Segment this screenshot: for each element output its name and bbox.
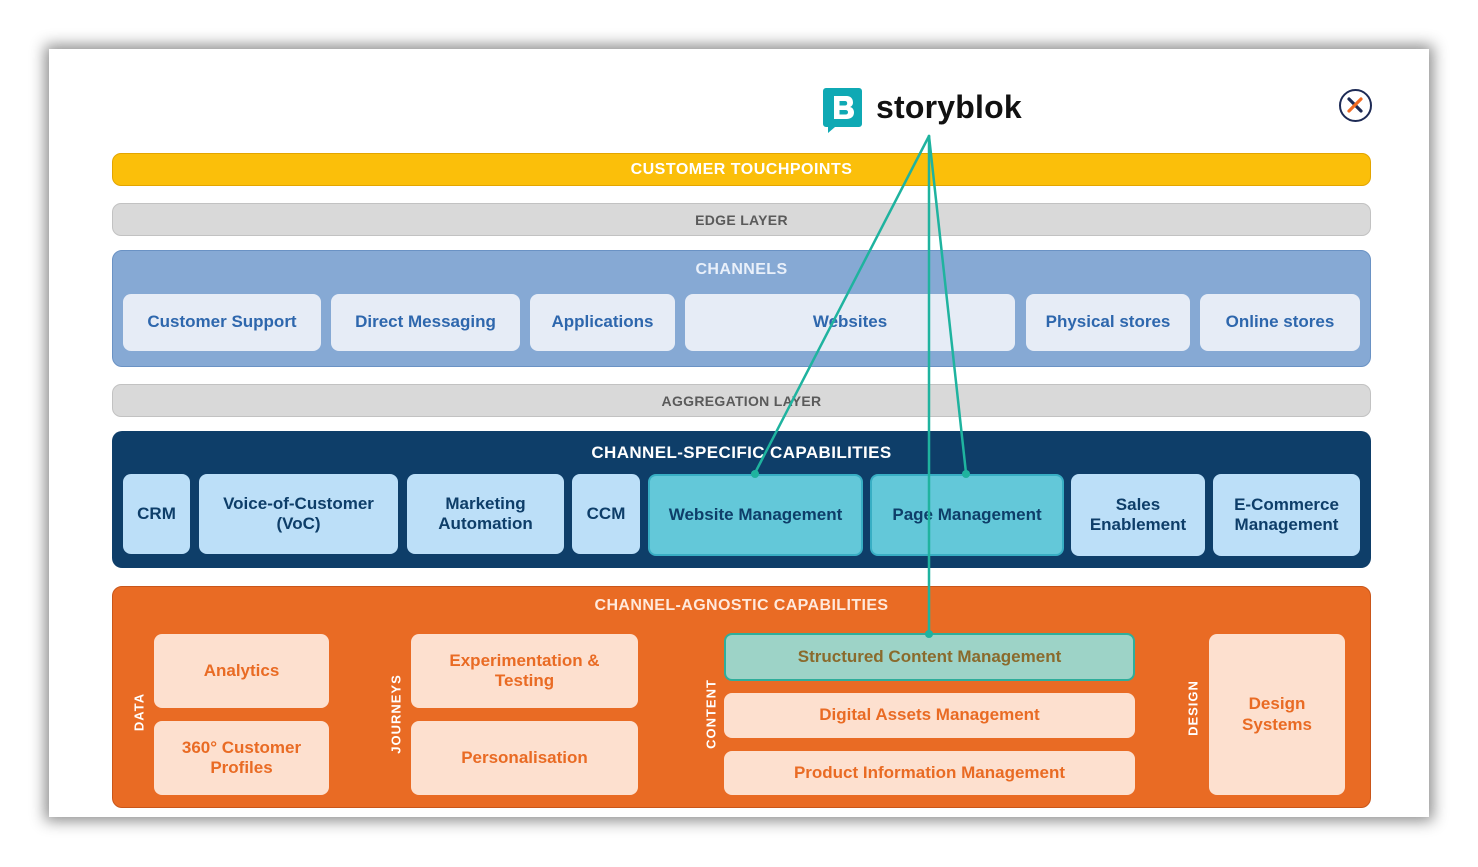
channel-websites: Websites (685, 294, 1015, 351)
capability-ccm: CCM (572, 474, 640, 554)
group-label-content: CONTENT (703, 679, 719, 749)
edge-layer-bar: EDGE LAYER (112, 203, 1371, 236)
capability-digital-assets-management: Digital Assets Management (724, 693, 1135, 738)
capability-experimentation-testing: Experimentation & Testing (411, 634, 638, 708)
storyblok-wordmark: storyblok (876, 89, 1022, 125)
channel-direct-messaging: Direct Messaging (331, 294, 520, 351)
capability-product-information-management: Product Information Management (724, 751, 1135, 795)
channel-physical-stores: Physical stores (1026, 294, 1190, 351)
channels-title: CHANNELS (695, 261, 788, 278)
capability-crm: CRM (123, 474, 190, 554)
group-label-design: DESIGN (1185, 680, 1201, 736)
channel-specific-title: CHANNEL-SPECIFIC CAPABILITIES (591, 443, 892, 462)
channel-online-stores: Online stores (1200, 294, 1360, 351)
channel-agnostic-title: CHANNEL-AGNOSTIC CAPABILITIES (594, 597, 889, 614)
aggregation-layer-bar: AGGREGATION LAYER (112, 384, 1371, 417)
close-button[interactable] (1339, 89, 1372, 122)
capability-personalisation: Personalisation (411, 721, 638, 795)
capability-structured-content-management: Structured Content Management (724, 633, 1135, 681)
capability-marketing-automation: Marketing Automation (407, 474, 564, 554)
capability-website-management: Website Management (648, 474, 863, 556)
capability-voc: Voice-of-Customer (VoC) (199, 474, 398, 554)
capability-customer-profiles: 360° Customer Profiles (154, 721, 329, 795)
close-icon (1347, 97, 1363, 113)
storyblok-logo-icon (823, 88, 862, 133)
capability-sales-enablement: Sales Enablement (1071, 474, 1205, 556)
capability-analytics: Analytics (154, 634, 329, 708)
capability-page-management: Page Management (870, 474, 1064, 556)
group-label-data: DATA (131, 692, 147, 732)
channel-customer-support: Customer Support (123, 294, 321, 351)
capability-ecommerce-management: E-Commerce Management (1213, 474, 1360, 556)
capability-design-systems: Design Systems (1209, 634, 1345, 795)
group-label-journeys: JOURNEYS (388, 674, 404, 754)
customer-touchpoints-bar: CUSTOMER TOUCHPOINTS (112, 153, 1371, 186)
channel-applications: Applications (530, 294, 675, 351)
